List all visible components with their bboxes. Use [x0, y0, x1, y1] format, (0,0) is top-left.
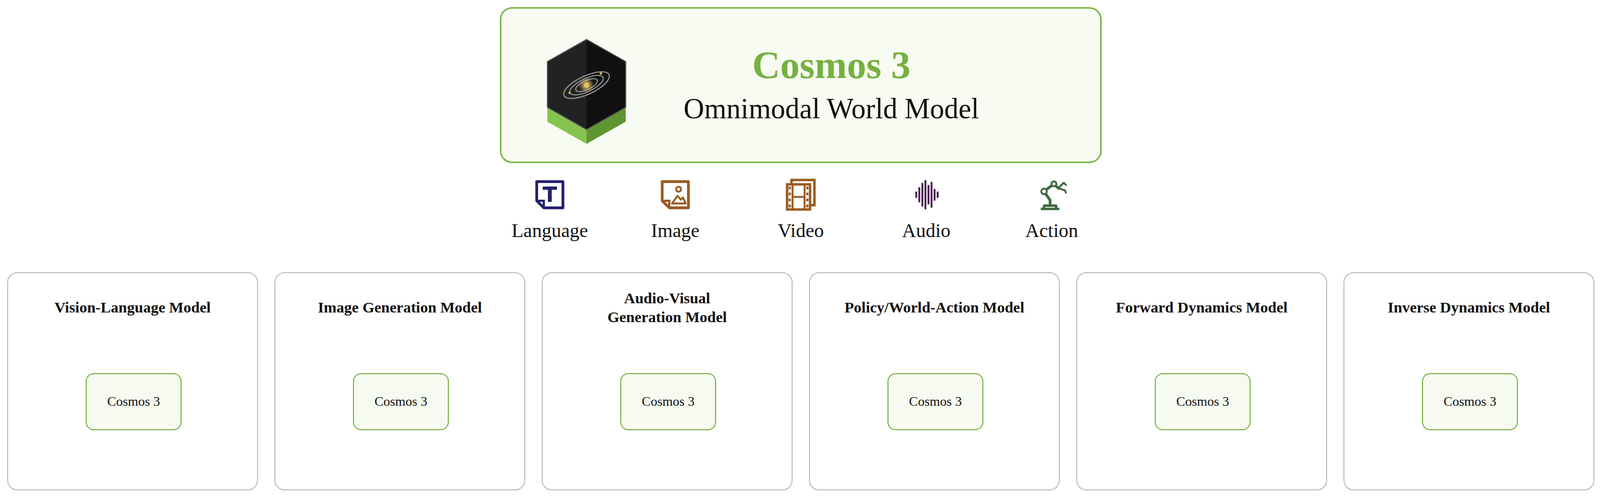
galaxy-core — [583, 82, 590, 88]
icon-joint — [1041, 188, 1048, 195]
model-panel: Vision-Language ModelCosmos 3 — [7, 272, 259, 491]
icon-bar — [924, 180, 927, 210]
text-holder: Forward Dynamics Model — [1081, 285, 1323, 330]
text-holder: Cosmos 3 — [620, 373, 717, 431]
modality-label: Video — [777, 219, 825, 242]
icon-joint — [1051, 181, 1057, 187]
icon-glyph — [547, 186, 552, 202]
icon-sun — [676, 186, 682, 192]
panel-title: Image Generation Model — [317, 297, 482, 318]
text-holder: Cosmos 3 — [1154, 373, 1251, 431]
icon-bar — [921, 182, 924, 207]
icon-mountain — [672, 195, 687, 204]
icon-strip — [792, 184, 805, 210]
subtitle: Omnimodal World Model — [683, 90, 979, 128]
panel-title: Audio-Visual Generation Model — [590, 288, 744, 327]
icon-sprocket — [806, 198, 809, 202]
box-label: Cosmos 3 — [641, 394, 695, 410]
img-icon — [662, 181, 689, 208]
panel-title: Forward Dynamics Model — [1115, 297, 1288, 318]
icon-bar — [915, 191, 918, 199]
icon-bar — [930, 181, 933, 208]
model-panel: Policy/World-Action ModelCosmos 3 — [808, 272, 1060, 491]
text-holder: Image Generation Model — [279, 285, 521, 330]
galaxy-ring — [567, 71, 606, 99]
panel-title: Inverse Dynamics Model — [1387, 297, 1551, 318]
galaxy-ring — [573, 75, 599, 95]
icon-arm — [1044, 184, 1059, 207]
icon-bar — [918, 187, 921, 203]
model-panel: Image Generation ModelCosmos 3 — [274, 272, 526, 491]
panel-title: Vision-Language Model — [54, 297, 211, 318]
icon-outline — [662, 181, 689, 208]
cube-edge — [547, 39, 626, 130]
panel-title: Policy/World-Action Model — [844, 297, 1025, 318]
text-holder: Inverse Dynamics Model — [1348, 285, 1590, 330]
galaxy-ring — [560, 66, 613, 105]
icon-sprocket — [806, 204, 809, 208]
title-box: Cosmos 3Omnimodal World Model — [499, 7, 1102, 164]
galaxy-glow — [578, 77, 595, 94]
text-holder: Cosmos 3 — [887, 373, 984, 431]
galaxy-star — [599, 71, 603, 75]
icon-bar — [933, 188, 936, 201]
text-holder: Policy/World-Action Model — [814, 285, 1055, 330]
icon-bar — [927, 185, 930, 206]
modality-label: Action — [1025, 219, 1078, 242]
icon-front — [786, 184, 810, 210]
model-panel: Inverse Dynamics ModelCosmos 3 — [1343, 272, 1595, 491]
aud-icon — [915, 180, 939, 210]
cube-icon — [535, 11, 638, 160]
icon-bar — [936, 191, 939, 199]
box-label: Cosmos 3 — [374, 394, 427, 410]
text-holder: Cosmos 3 — [1421, 373, 1518, 431]
modality-label: Language — [511, 219, 589, 242]
vid-icon — [786, 180, 815, 210]
icon-outline — [536, 181, 563, 208]
text-holder: Cosmos 3Omnimodal World Model — [562, 8, 1101, 162]
box-label: Cosmos 3 — [1443, 394, 1496, 410]
icon-sprocket — [788, 198, 791, 202]
model-panel: Forward Dynamics ModelCosmos 3 — [1076, 272, 1328, 491]
box-label: Cosmos 3 — [1176, 394, 1229, 410]
galaxy-star — [568, 91, 571, 95]
text-holder: Cosmos 3 — [352, 373, 449, 431]
icon-gripper — [1058, 182, 1066, 193]
icon-sprocket — [806, 186, 809, 190]
act-icon — [1040, 181, 1066, 210]
icon-sprocket — [806, 192, 809, 196]
cube — [547, 39, 626, 144]
modality-label: Image — [651, 219, 700, 242]
icon-fold — [536, 200, 544, 209]
modality-label: Audio — [902, 219, 951, 242]
box-label: Cosmos 3 — [908, 394, 962, 410]
main-title: Cosmos 3 — [752, 42, 911, 88]
text-holder: Audio-Visual Generation Model — [546, 285, 788, 330]
icon-sprocket — [788, 186, 791, 190]
T-icon — [536, 181, 563, 208]
icon-sprocket — [788, 192, 791, 196]
model-panel: Audio-Visual Generation ModelCosmos 3 — [541, 272, 793, 491]
text-holder: Cosmos 3 — [85, 373, 182, 431]
icon-fold — [662, 200, 670, 209]
box-label: Cosmos 3 — [107, 394, 160, 410]
icon-sprocket — [788, 204, 791, 208]
text-holder: Vision-Language Model — [12, 285, 253, 330]
